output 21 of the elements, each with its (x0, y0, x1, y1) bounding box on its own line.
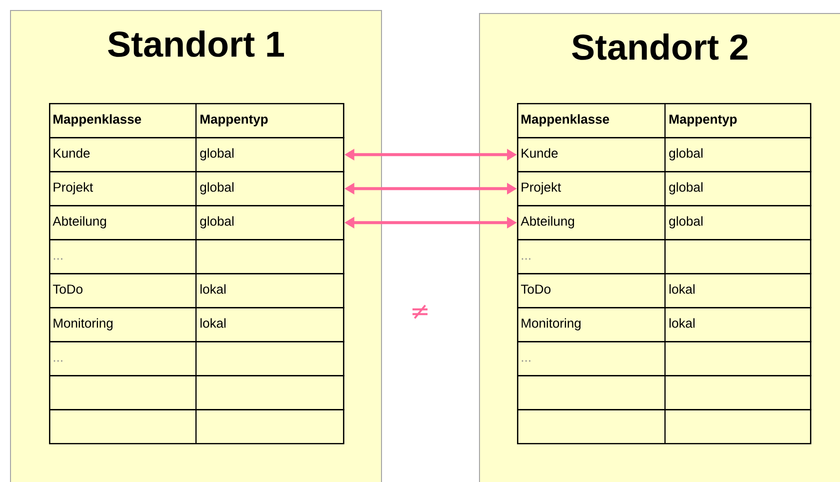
table-row: ... (49, 341, 344, 376)
table-row (49, 409, 344, 444)
table-row: Projekt global (49, 171, 344, 206)
table-row: ToDo lokal (49, 273, 344, 308)
table-row: Abteilung global (517, 205, 812, 240)
table-row (517, 409, 812, 444)
table-row: ... (49, 239, 344, 274)
table-row: Projekt global (517, 171, 812, 206)
not-equal-sign: ≠ (412, 304, 428, 319)
table-row: Monitoring lokal (517, 307, 812, 342)
table-row: ... (517, 239, 812, 274)
table-row (49, 375, 344, 410)
table-row (517, 375, 812, 410)
table-header-row: Mappenklasse Mappentyp (49, 103, 344, 138)
table-row: ... (517, 341, 812, 376)
table-row: Abteilung global (49, 205, 344, 240)
table-row: Kunde global (517, 137, 812, 172)
table-row: Kunde global (49, 137, 344, 172)
table-row: ToDo lokal (517, 273, 812, 308)
table-row: Monitoring lokal (49, 307, 344, 342)
table-header-row: Mappenklasse Mappentyp (517, 103, 812, 138)
